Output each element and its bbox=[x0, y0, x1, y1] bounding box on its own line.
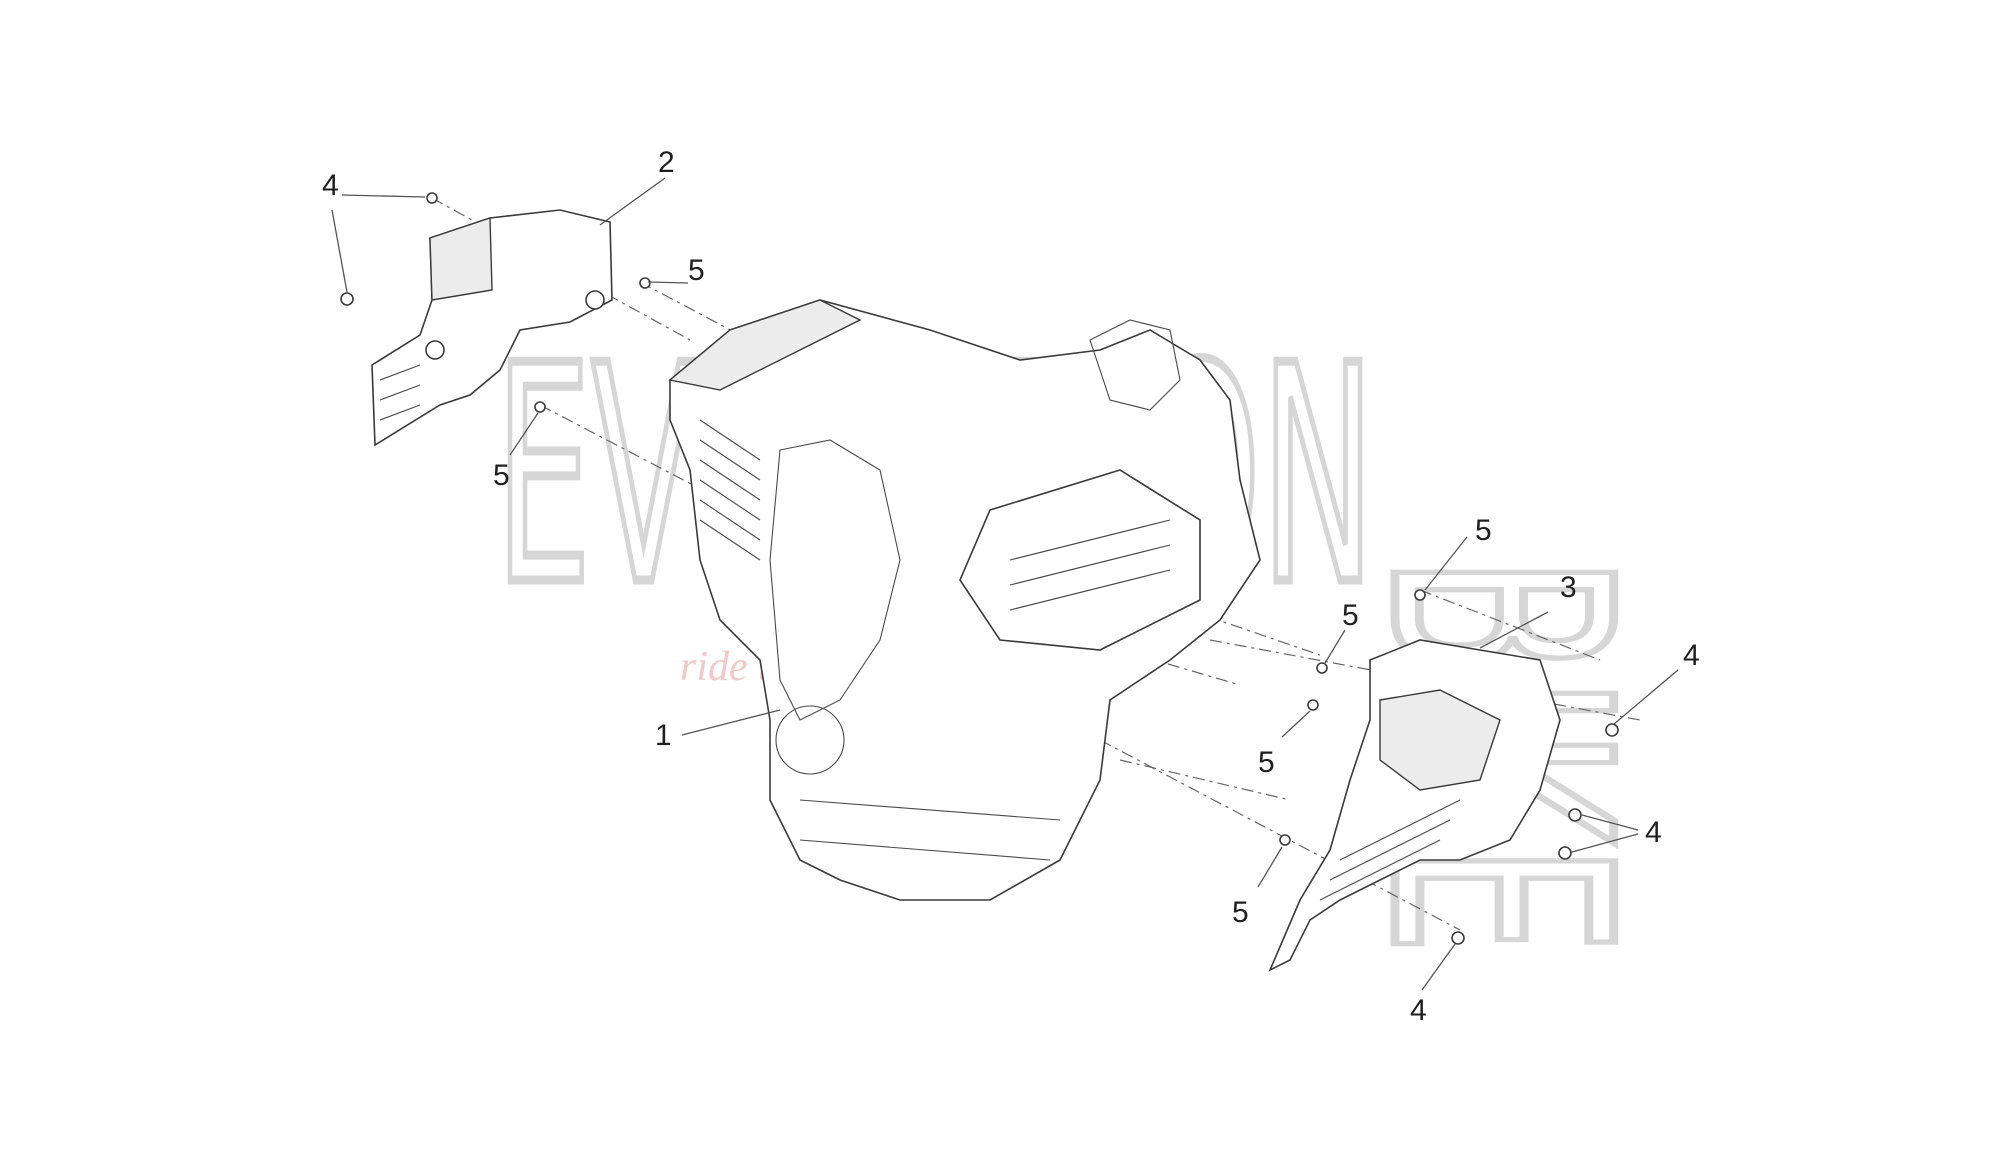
callout-part-4: 4 bbox=[1410, 994, 1427, 1027]
callout-part-5: 5 bbox=[1475, 514, 1492, 547]
callout-labels: 4 2 5 5 1 5 3 5 4 5 4 5 4 bbox=[322, 146, 1700, 1027]
callout-part-5: 5 bbox=[688, 254, 705, 287]
screw-marker bbox=[1558, 846, 1572, 860]
fasteners bbox=[340, 192, 1619, 945]
callout-part-5: 5 bbox=[1342, 599, 1359, 632]
callout-part-3: 3 bbox=[1560, 571, 1577, 604]
callout-part-5: 5 bbox=[1232, 896, 1249, 929]
screw-marker bbox=[1568, 808, 1582, 822]
washer-marker bbox=[534, 401, 546, 413]
screw-marker bbox=[1605, 723, 1619, 737]
callout-part-1: 1 bbox=[655, 719, 672, 752]
callout-part-4: 4 bbox=[1683, 639, 1700, 672]
washer-marker bbox=[639, 277, 651, 289]
engine-part bbox=[668, 299, 1261, 901]
callout-part-2: 2 bbox=[658, 146, 675, 179]
washer-marker bbox=[1279, 834, 1291, 846]
callout-part-5: 5 bbox=[1258, 746, 1275, 779]
screw-marker bbox=[426, 192, 438, 204]
left-cover-part bbox=[371, 209, 613, 447]
screw-marker bbox=[340, 292, 354, 306]
washer-marker bbox=[1414, 589, 1426, 601]
washer-marker bbox=[1307, 699, 1319, 711]
callout-part-5: 5 bbox=[493, 459, 510, 492]
callout-part-4: 4 bbox=[322, 169, 339, 202]
washer-marker bbox=[1316, 662, 1328, 674]
screw-marker bbox=[1451, 931, 1465, 945]
leader-lines bbox=[331, 177, 1679, 991]
callout-part-4: 4 bbox=[1645, 816, 1662, 849]
right-cover-part bbox=[1268, 639, 1561, 972]
